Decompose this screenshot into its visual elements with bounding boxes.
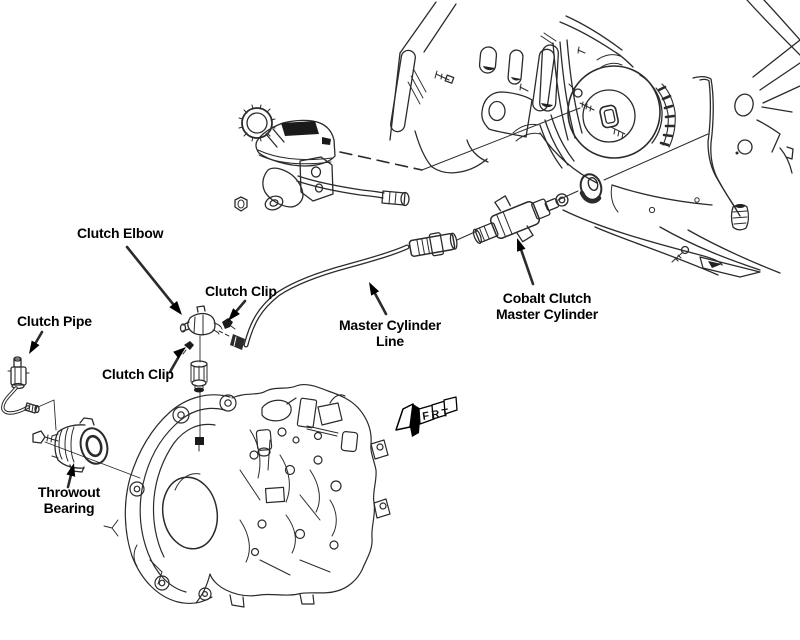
leader-arrow-throwout-bearing: [66, 474, 73, 489]
brake-master-cylinder: [234, 104, 410, 212]
leader-arrow-clutch-clip-upper: [235, 299, 247, 313]
clutch-clip-lower-part: [182, 341, 194, 355]
label-clutch-pipe: Clutch Pipe: [17, 313, 92, 329]
cobalt-clutch-master-cylinder-part: [472, 193, 569, 244]
grommet-connector: [190, 335, 208, 438]
master-cylinder-line-hose: [230, 232, 458, 350]
clutch-pipe-part: [1, 356, 57, 431]
alignment-lines: [339, 107, 709, 241]
leader-arrow-clutch-clip-lower: [168, 356, 180, 374]
serrated-ring: [655, 83, 676, 148]
leader-arrows: [29, 238, 535, 489]
throwout-bearing-part: [32, 417, 141, 479]
body-structure: [389, 0, 800, 278]
leader-arrow-clutch-pipe: [34, 330, 44, 345]
leader-arrow-master-cylinder-line: [373, 292, 388, 316]
label-throwout-bearing: Throwout Bearing: [37, 484, 101, 516]
firewall-seal-grommet: [579, 173, 603, 204]
leader-arrow-clutch-elbow: [125, 245, 175, 306]
frt-direction-arrow: FRT: [395, 396, 458, 437]
label-clutch-clip-lower: Clutch Clip: [102, 366, 174, 382]
clutch-elbow-part: [179, 305, 232, 338]
label-clutch-clip-upper: Clutch Clip: [205, 283, 277, 299]
clutch-clip-upper-part: [222, 318, 236, 330]
frt-label: FRT: [422, 407, 452, 423]
transmission: [103, 383, 391, 608]
label-clutch-elbow: Clutch Elbow: [77, 225, 164, 241]
label-master-cylinder-line: Master Cylinder Line: [338, 317, 442, 349]
label-cobalt-clutch-master-cylinder: Cobalt Clutch Master Cylinder: [495, 290, 599, 322]
leader-arrow-cobalt-clutch-mc: [520, 249, 535, 286]
brake-booster: [567, 65, 663, 159]
